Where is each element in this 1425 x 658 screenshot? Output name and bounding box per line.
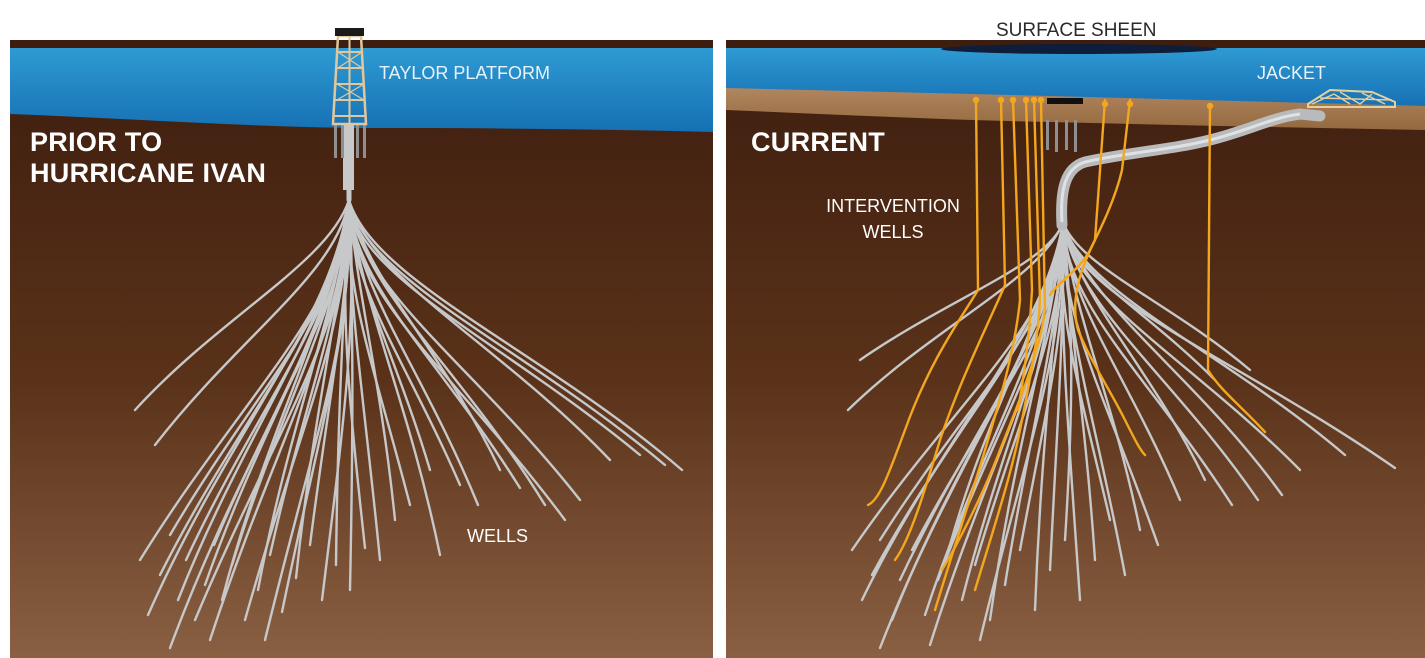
well-trajectory [263, 198, 351, 642]
intervention-wells-group [866, 96, 1267, 612]
well-trajectory [347, 198, 667, 467]
right-mud-layer [726, 88, 1425, 130]
well-trajectory [923, 220, 1065, 617]
intervention-well [893, 98, 1007, 562]
intervention-wellhead [1101, 100, 1109, 108]
taylor-platform-label: TAYLOR PLATFORM [379, 63, 551, 83]
well-trajectory [858, 220, 1065, 362]
intervention-label-line2: WELLS [862, 222, 924, 242]
well-trajectory [1061, 220, 1260, 502]
well-trajectory [1061, 220, 1160, 547]
wells-label: WELLS [467, 526, 529, 546]
intervention-well [866, 98, 980, 507]
intervention-wellhead [1022, 96, 1030, 104]
well-trajectory [168, 198, 351, 650]
left-wells-group [133, 147, 684, 650]
capped-wellhead [1047, 98, 1083, 104]
well-trajectory [978, 220, 1065, 642]
left-water [10, 48, 713, 132]
well-trajectory [878, 220, 1065, 650]
right-panel-title: CURRENT [751, 127, 886, 157]
intervention-wellhead [972, 96, 980, 104]
intervention-well [1074, 98, 1147, 457]
left-title-line1: PRIOR TO [30, 127, 163, 157]
intervention-wellhead [997, 96, 1005, 104]
well-trajectory [347, 198, 684, 472]
toppled-jacket [1307, 88, 1396, 108]
left-ground [10, 40, 713, 658]
well-trajectory [1061, 220, 1252, 372]
well-trajectory [1061, 220, 1302, 472]
intervention-well [973, 98, 1042, 592]
right-panel [726, 40, 1425, 658]
well-trajectory [347, 198, 642, 457]
well-trajectory [1061, 220, 1234, 507]
well-trajectory [256, 198, 351, 592]
well-trajectory [1060, 220, 1112, 522]
intervention-wellhead [1126, 100, 1134, 108]
intervention-wellhead [1206, 102, 1214, 110]
well-trajectory [347, 198, 462, 487]
intervention-wellhead [1037, 96, 1045, 104]
taylor-platform [331, 28, 368, 190]
well-trajectory [153, 198, 351, 447]
intervention-well [940, 98, 1047, 572]
well-trajectory [347, 198, 582, 502]
intervention-well [933, 98, 1022, 612]
platform-deck [335, 28, 364, 36]
left-panel [10, 28, 713, 658]
intervention-label-line1: INTERVENTION [826, 196, 960, 216]
left-panel-title: PRIOR TO HURRICANE IVAN [30, 127, 266, 189]
well-trajectory [208, 198, 351, 642]
well-stubs [1046, 120, 1049, 150]
intervention-well [1048, 98, 1132, 297]
surface-sheen [941, 44, 1217, 54]
well-trajectory [1061, 220, 1217, 382]
well-trajectory [846, 220, 1065, 412]
left-title-line2: HURRICANE IVAN [30, 158, 267, 188]
well-trajectory [347, 198, 567, 522]
intervention-wellhead [1030, 96, 1038, 104]
intervention-wells-label: INTERVENTION WELLS [810, 193, 976, 245]
jacket-label: JACKET [1257, 63, 1327, 83]
well-trajectory [133, 198, 351, 412]
surface-sheen-label: SURFACE SHEEN [996, 20, 1157, 41]
intervention-well [1206, 102, 1267, 434]
well-trajectory [1033, 220, 1065, 612]
intervention-wellhead [1009, 96, 1017, 104]
